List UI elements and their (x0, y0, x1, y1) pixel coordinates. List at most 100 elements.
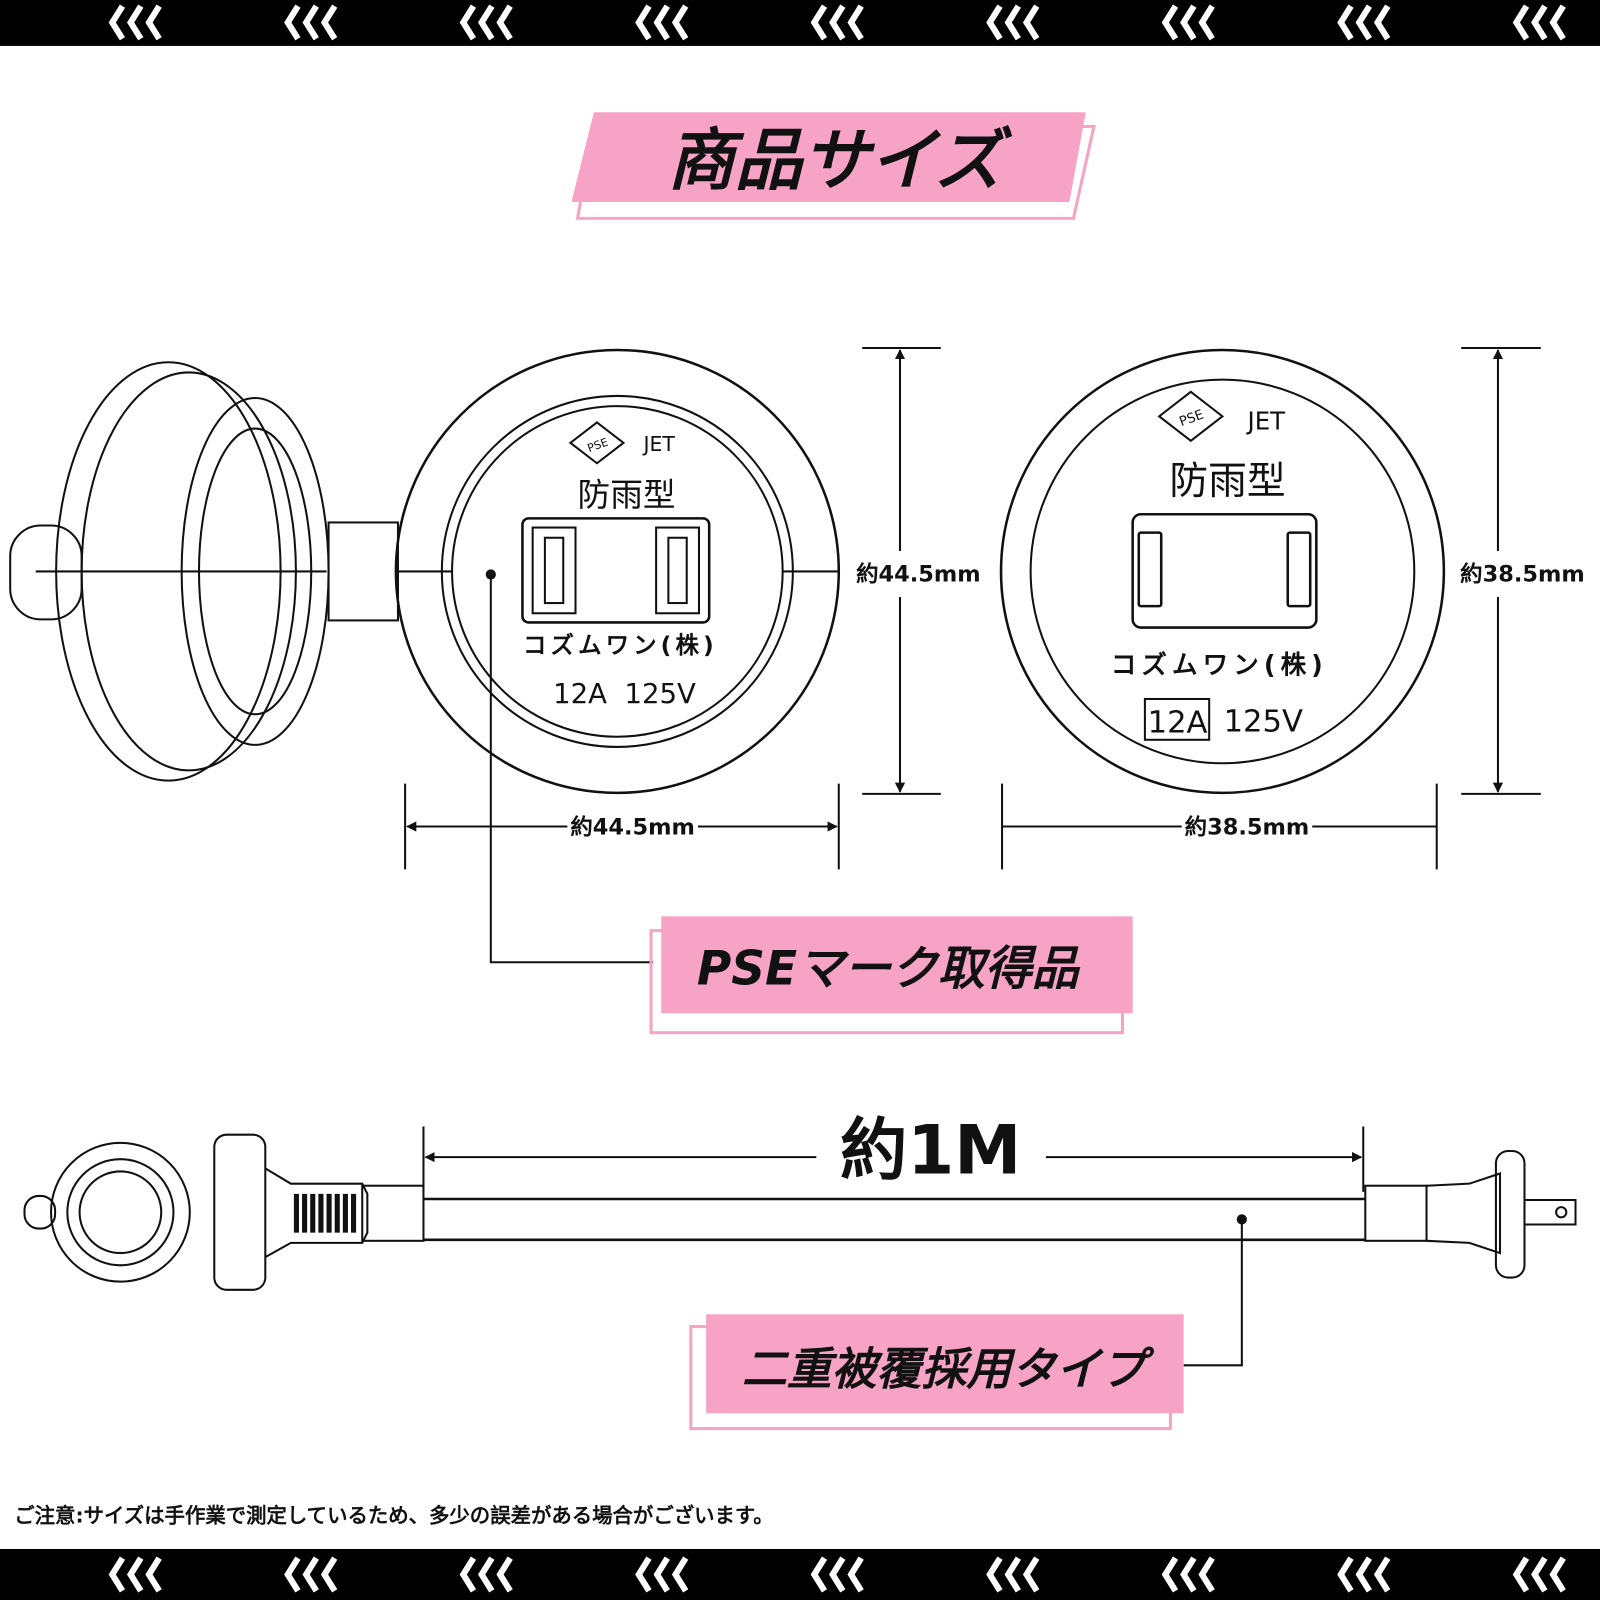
chevron-icon (1161, 1556, 1179, 1593)
chevron-icon (127, 1556, 144, 1593)
chevron-icon (1004, 1556, 1021, 1593)
chevron-icon (1512, 4, 1530, 41)
volt-label: 125V (1224, 705, 1303, 740)
top-band (0, 0, 1600, 46)
chevron-icon (1198, 1556, 1215, 1593)
chevron-icon (1180, 4, 1197, 41)
right-height-dimension: 約38.5mm (1460, 346, 1585, 795)
chevron-icon (1022, 1556, 1040, 1593)
socket-face (521, 517, 711, 624)
right-width-label: 約38.5mm (1185, 814, 1310, 841)
page-title: 商品サイズ (667, 121, 1012, 200)
grip-ridge (334, 1193, 340, 1233)
right-height-label: 約38.5mm (1460, 561, 1585, 588)
chevron-icon (459, 4, 477, 41)
chevron-icon (847, 1556, 864, 1593)
amp-label: 12A (1148, 706, 1208, 741)
chevron-icon (1373, 4, 1391, 41)
outlet-front-small: PSE JET 防雨型 コズムワン(株) 12A 125V (999, 348, 1446, 795)
left-height-label: 約44.5mm (856, 561, 981, 588)
chevron-icon (1531, 1556, 1548, 1593)
chevron-icon (1198, 4, 1215, 41)
rainproof-label: 防雨型 (578, 476, 676, 514)
grip-ridge (342, 1193, 348, 1233)
socket-face (1131, 513, 1318, 629)
chevron-icon (671, 4, 689, 41)
chevron-icon (1004, 4, 1021, 41)
chevron-icon (653, 4, 670, 41)
chevron-icon (1373, 1556, 1391, 1593)
chevron-icon (635, 4, 652, 41)
right-width-dimension: 約38.5mm (1001, 783, 1438, 870)
chevron-icon (1549, 1556, 1566, 1593)
chevron-icon (108, 4, 126, 41)
chevron-icon (810, 1556, 828, 1593)
chevron-icon (320, 4, 338, 41)
cord-side-view (23, 1133, 1577, 1291)
grip-ridge (293, 1193, 299, 1233)
chevron-icon (478, 4, 495, 41)
chevron-icon (1337, 4, 1354, 41)
grip-ridge (310, 1193, 316, 1233)
chevron-icon (496, 4, 513, 41)
left-width-label: 約44.5mm (570, 814, 695, 841)
left-width-dimension: 約44.5mm (404, 783, 840, 870)
chevron-icon (284, 4, 301, 41)
chevron-icon (302, 4, 319, 41)
pse-mark-icon (1157, 390, 1225, 443)
chevron-icon (1512, 1556, 1530, 1593)
maker-label: コズムワン(株) (523, 631, 718, 659)
chevron-icon (671, 1556, 689, 1593)
pse-mark-icon (568, 421, 626, 465)
chevron-icon (284, 1556, 301, 1593)
chevron-icon (1355, 4, 1372, 41)
jet-mark: JET (642, 432, 676, 456)
pse-callout-label: PSEマーク取得品 (697, 942, 1081, 997)
chevron-icon (653, 1556, 670, 1593)
pse-callout: PSEマーク取得品 (489, 574, 1133, 1035)
chevron-icon (127, 4, 144, 41)
chevron-icon (986, 1556, 1003, 1593)
maker-label: コズムワン(株) (1111, 650, 1328, 680)
chevron-icon (829, 4, 846, 41)
grip-ridge (302, 1193, 308, 1233)
chevron-icon (320, 1556, 338, 1593)
chevron-decorations (108, 4, 1566, 1593)
jet-mark: JET (1246, 407, 1287, 436)
chevron-icon (1022, 4, 1040, 41)
bottom-band (0, 1548, 1600, 1600)
chevron-icon (145, 1556, 162, 1593)
chevron-icon (1180, 1556, 1197, 1593)
double-coat-callout: 二重被覆採用タイプ (689, 1219, 1243, 1431)
chevron-icon (145, 4, 162, 41)
cord-length-label: 約1M (840, 1110, 1021, 1189)
chevron-icon (829, 1556, 846, 1593)
chevron-icon (810, 4, 828, 41)
chevron-icon (1549, 4, 1566, 41)
chevron-icon (478, 1556, 495, 1593)
grip-ridge (318, 1193, 324, 1233)
double-coat-label: 二重被覆採用タイプ (742, 1343, 1155, 1396)
chevron-icon (496, 1556, 513, 1593)
chevron-icon (1337, 1556, 1354, 1593)
title-banner: 商品サイズ (571, 112, 1096, 220)
grip-ridge (326, 1193, 332, 1233)
waterproof-cap-side-view (9, 361, 399, 782)
grip-ridge (351, 1193, 357, 1233)
chevron-icon (1355, 1556, 1372, 1593)
rating-label: 12A 125V (553, 678, 696, 710)
chevron-icon (1531, 4, 1548, 41)
chevron-icon (459, 1556, 477, 1593)
amp-box (1143, 697, 1211, 741)
svg-text:PSE: PSE (1178, 408, 1206, 431)
svg-text:PSE: PSE (586, 436, 610, 455)
chevron-icon (635, 1556, 652, 1593)
measurement-note: ご注意:サイズは手作業で測定しているため、多少の誤差がある場合がございます。 (14, 1503, 773, 1527)
left-height-dimension: 約44.5mm (856, 346, 981, 795)
chevron-icon (1161, 4, 1179, 41)
outlet-front-large: PSE JET 防雨型 コズムワン(株) 12A 125V (394, 348, 841, 795)
chevron-icon (108, 1556, 126, 1593)
chevron-icon (847, 4, 864, 41)
chevron-icon (302, 1556, 319, 1593)
